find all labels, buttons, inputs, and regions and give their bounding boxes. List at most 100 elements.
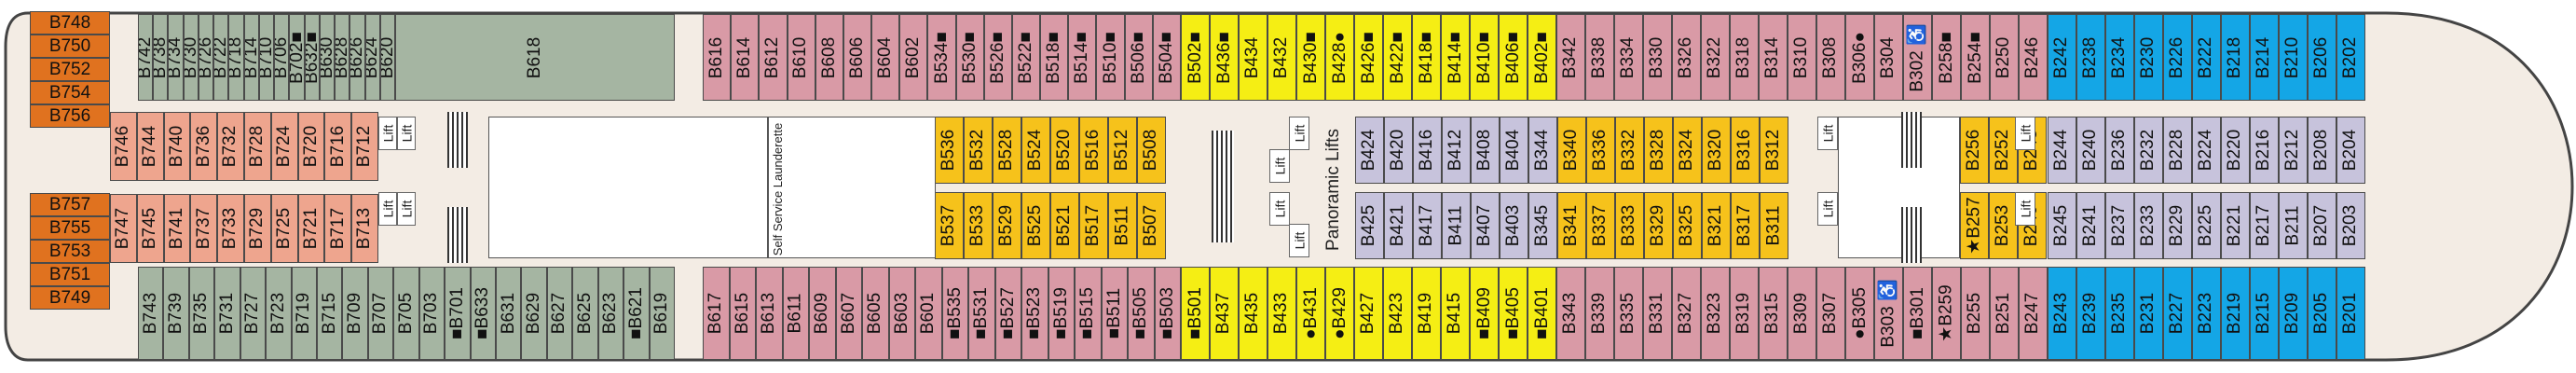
cabin-b709[interactable]: B709: [342, 267, 368, 360]
cabin-b426[interactable]: B426■: [1354, 14, 1383, 101]
cabin-b229[interactable]: B229: [2163, 192, 2192, 259]
cabin-b724[interactable]: B724: [270, 112, 298, 181]
cabin-b632[interactable]: B632■: [304, 14, 320, 101]
cabin-b405[interactable]: ■B405: [1499, 267, 1528, 360]
cabin-b524[interactable]: B524: [1021, 117, 1050, 184]
cabin-b519[interactable]: ■B519: [1048, 267, 1075, 360]
cabin-b743[interactable]: B743: [138, 267, 164, 360]
cabin-b623[interactable]: B623: [597, 267, 624, 360]
cabin-b331[interactable]: B331: [1643, 267, 1672, 360]
cabin-b514[interactable]: B514■: [1068, 14, 1097, 101]
cabin-b515[interactable]: ■B515: [1075, 267, 1102, 360]
cabin-b628[interactable]: B628: [335, 14, 350, 101]
cabin-b505[interactable]: ■B505: [1128, 267, 1155, 360]
cabin-b422[interactable]: B422■: [1383, 14, 1412, 101]
cabin-b420[interactable]: B420: [1384, 117, 1413, 184]
cabin-b237[interactable]: B237: [2105, 192, 2134, 259]
cabin-b620[interactable]: B620: [379, 14, 395, 101]
cabin-b321[interactable]: B321: [1702, 192, 1731, 259]
cabin-b603[interactable]: B603: [888, 267, 915, 360]
cabin-b525[interactable]: B525: [1021, 192, 1050, 259]
cabin-b504[interactable]: B504■: [1152, 14, 1181, 101]
cabin-b755[interactable]: B755: [30, 216, 110, 240]
cabin-b511[interactable]: B511: [1108, 192, 1137, 259]
cabin-b250[interactable]: B250: [1990, 14, 2019, 101]
cabin-b512[interactable]: B512: [1108, 117, 1137, 184]
cabin-b737[interactable]: B737: [190, 194, 218, 263]
cabin-b345[interactable]: B345: [1528, 192, 1557, 259]
cabin-b624[interactable]: B624: [364, 14, 380, 101]
cabin-b534[interactable]: B534■: [927, 14, 956, 101]
cabin-b431[interactable]: ●B431: [1296, 267, 1325, 360]
cabin-b619[interactable]: B619: [649, 267, 675, 360]
cabin-b315[interactable]: B315: [1759, 267, 1788, 360]
cabin-b608[interactable]: B608: [815, 14, 843, 101]
cabin-b722[interactable]: B722: [213, 14, 229, 101]
cabin-b537[interactable]: B537: [935, 192, 964, 259]
cabin-b751[interactable]: B751: [30, 263, 110, 286]
cabin-b231[interactable]: B231: [2134, 267, 2163, 360]
cabin-b319[interactable]: B319: [1730, 267, 1759, 360]
cabin-b314[interactable]: B314: [1759, 14, 1788, 101]
cabin-b309[interactable]: B309: [1788, 267, 1816, 360]
cabin-b702[interactable]: B702■: [289, 14, 305, 101]
cabin-b522[interactable]: B522■: [1011, 14, 1041, 101]
cabin-b626[interactable]: B626: [349, 14, 365, 101]
cabin-b222[interactable]: B222: [2192, 14, 2221, 101]
cabin-b616[interactable]: B616: [703, 14, 732, 101]
cabin-b208[interactable]: B208: [2308, 117, 2336, 184]
cabin-b526[interactable]: B526■: [983, 14, 1012, 101]
cabin-b303[interactable]: B303 ♿: [1874, 267, 1903, 360]
cabin-b316[interactable]: B316: [1731, 117, 1760, 184]
cabin-b330[interactable]: B330: [1643, 14, 1672, 101]
cabin-b520[interactable]: B520: [1050, 117, 1079, 184]
cabin-b218[interactable]: B218: [2221, 14, 2250, 101]
cabin-b601[interactable]: B601: [915, 267, 942, 360]
cabin-b212[interactable]: B212: [2279, 117, 2308, 184]
cabin-b725[interactable]: B725: [270, 194, 298, 263]
cabin-b301[interactable]: ■B301: [1903, 267, 1932, 360]
cabin-b326[interactable]: B326: [1672, 14, 1701, 101]
cabin-b527[interactable]: ■B527: [994, 267, 1021, 360]
cabin-b703[interactable]: B703: [418, 267, 445, 360]
cabin-b221[interactable]: B221: [2221, 192, 2250, 259]
cabin-b727[interactable]: B727: [240, 267, 267, 360]
cabin-b341[interactable]: B341: [1557, 192, 1586, 259]
cabin-b723[interactable]: B723: [266, 267, 292, 360]
cabin-b302[interactable]: B302 ♿: [1903, 14, 1932, 101]
cabin-b344[interactable]: B344: [1528, 117, 1557, 184]
cabin-b625[interactable]: B625: [572, 267, 598, 360]
cabin-b414[interactable]: B414■: [1441, 14, 1470, 101]
cabin-b437[interactable]: B437: [1210, 267, 1239, 360]
cabin-b750[interactable]: B750: [30, 35, 110, 58]
cabin-b333[interactable]: B333: [1615, 192, 1644, 259]
cabin-b430[interactable]: B430■: [1296, 14, 1325, 101]
cabin-b259[interactable]: ★B259: [1932, 267, 1961, 360]
cabin-b531[interactable]: ■B531: [968, 267, 995, 360]
cabin-b436[interactable]: B436■: [1210, 14, 1239, 101]
cabin-b528[interactable]: B528: [993, 117, 1021, 184]
cabin-b536[interactable]: B536: [935, 117, 964, 184]
cabin-b214[interactable]: B214: [2250, 14, 2279, 101]
cabin-b701[interactable]: ■B701: [445, 267, 471, 360]
cabin-b203[interactable]: B203: [2336, 192, 2365, 259]
cabin-b404[interactable]: B404: [1500, 117, 1528, 184]
cabin-b421[interactable]: B421: [1384, 192, 1413, 259]
cabin-b247[interactable]: B247: [2019, 267, 2048, 360]
cabin-b710[interactable]: B710: [258, 14, 275, 101]
cabin-b251[interactable]: B251: [1990, 267, 2019, 360]
cabin-b236[interactable]: B236: [2105, 117, 2134, 184]
cabin-b713[interactable]: B713: [351, 194, 378, 263]
cabin-b756[interactable]: B756: [30, 104, 110, 128]
cabin-b749[interactable]: B749: [30, 286, 110, 310]
cabin-b338[interactable]: B338: [1585, 14, 1614, 101]
cabin-b240[interactable]: B240: [2076, 117, 2105, 184]
cabin-b320[interactable]: B320: [1702, 117, 1731, 184]
cabin-b235[interactable]: B235: [2105, 267, 2134, 360]
cabin-b323[interactable]: B323: [1701, 267, 1730, 360]
cabin-b614[interactable]: B614: [731, 14, 760, 101]
cabin-b245[interactable]: B245: [2048, 192, 2076, 259]
cabin-b617[interactable]: B617: [703, 267, 730, 360]
cabin-b732[interactable]: B732: [217, 112, 244, 181]
cabin-b516[interactable]: B516: [1079, 117, 1108, 184]
